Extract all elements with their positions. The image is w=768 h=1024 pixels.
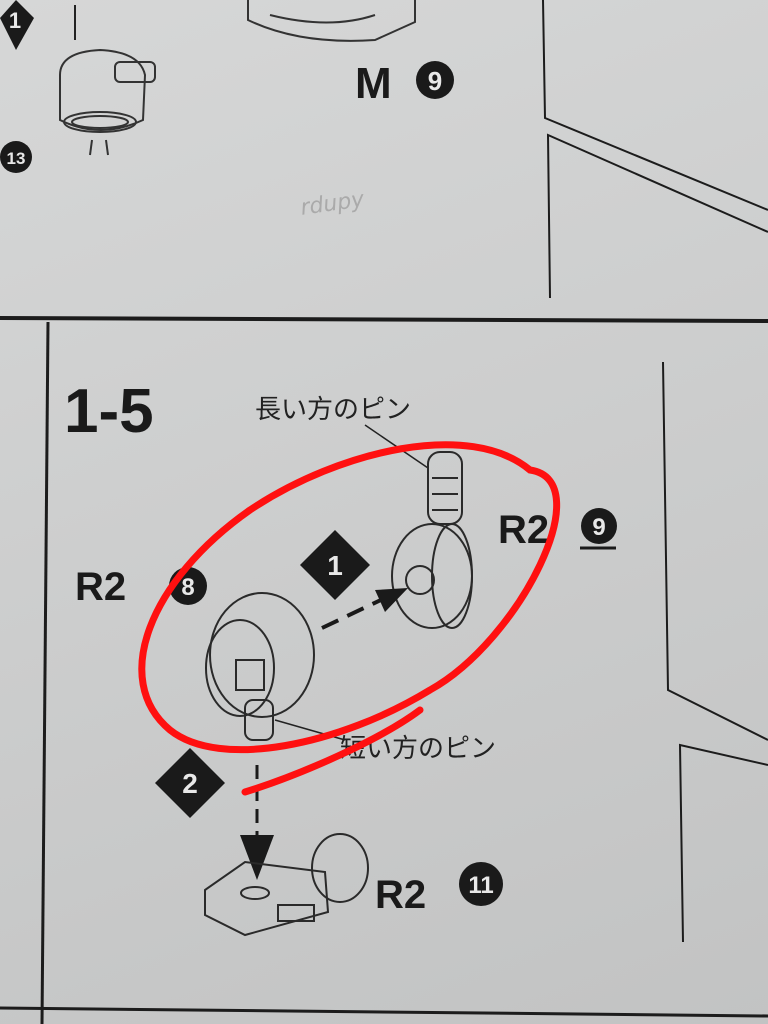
part-r2-9-drawing — [391, 451, 473, 629]
short-pin-label: 短い方のピン — [340, 734, 496, 764]
part-number-11-badge: 11 — [459, 862, 503, 906]
insert-arrow-1 — [321, 588, 408, 630]
part-number-m9-badge: 9 — [416, 61, 454, 99]
part-13-drawing — [59, 48, 156, 156]
part-label-r2-9: R2 — [498, 508, 549, 552]
part-m-drawing — [247, 0, 416, 42]
substep-2-badge: 2 — [155, 748, 225, 818]
svg-text:11: 11 — [468, 872, 493, 899]
step-1-badge-top: 1 — [0, 0, 34, 50]
svg-text:1: 1 — [9, 8, 21, 33]
part-r2-11-drawing — [204, 833, 369, 937]
pencil-scribble: rdupy — [299, 187, 367, 221]
svg-text:9: 9 — [428, 66, 442, 96]
part-r2-8-drawing — [205, 592, 315, 741]
part-label-r2-8: R2 — [75, 565, 126, 609]
svg-text:1: 1 — [327, 550, 343, 581]
step-title: 1-5 — [64, 377, 154, 446]
svg-text:9: 9 — [592, 514, 605, 541]
part-label-m: M — [355, 59, 392, 108]
part-label-r2-11: R2 — [375, 873, 426, 917]
substep-1-badge: 1 — [300, 530, 370, 600]
svg-text:2: 2 — [182, 768, 198, 799]
long-pin-label: 長い方のピン — [255, 395, 411, 425]
svg-text:13: 13 — [7, 149, 26, 168]
svg-text:8: 8 — [181, 574, 194, 601]
insert-arrow-2 — [240, 765, 274, 880]
part-number-13-badge: 13 — [0, 141, 32, 173]
part-number-9-badge: 9 — [580, 508, 617, 550]
red-circle-annotation — [138, 441, 561, 796]
